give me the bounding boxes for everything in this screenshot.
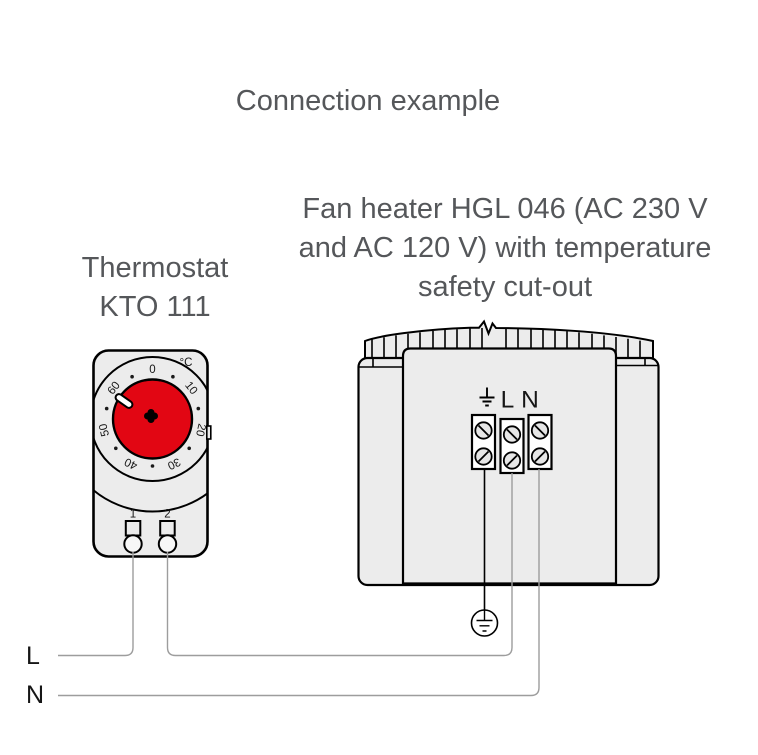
- heater-label-line1: Fan heater HGL 046 (AC 230 V: [302, 193, 708, 225]
- dial-label-20: 20: [193, 422, 208, 437]
- dial-scale-labels: 0 10 20 30 40 50 60: [97, 364, 207, 471]
- dial-pointer-icon: [114, 393, 134, 409]
- heater-label: Fan heater HGL 046 (AC 230 V and AC 120 …: [299, 190, 712, 307]
- supply-neutral-label: N: [26, 681, 44, 709]
- heater-terminal-n-label: N: [521, 387, 539, 414]
- dial-label-30: 30: [165, 455, 182, 471]
- thermostat-terminal-2-label: 2: [164, 509, 170, 521]
- heater-cap-fins: [371, 328, 641, 357]
- earth-icon: [479, 387, 495, 407]
- dial-label-40: 40: [123, 455, 140, 471]
- thermostat-unit-label: °C: [180, 357, 193, 369]
- terminal-screw-slots: [477, 424, 546, 467]
- thermostat-side-tab: [206, 425, 212, 440]
- page-title-text: Connection example: [235, 85, 501, 117]
- terminal-2-screw: [157, 534, 178, 554]
- wire-supply-n-to-heater: [58, 469, 540, 697]
- wiring: [58, 469, 540, 697]
- wire-thermostat-to-heater-l: [166, 473, 513, 657]
- terminal-block: [470, 413, 553, 475]
- wire-supply-l-to-thermostat: [58, 551, 134, 657]
- thermostat-label: Thermostat KTO 111: [82, 249, 229, 327]
- thermostat-dial-rings: [93, 350, 208, 513]
- ground-symbol-icon: [470, 609, 499, 637]
- heater-housing-steps: [358, 358, 659, 368]
- dial-center-screw-icon: [144, 409, 158, 423]
- thermostat-terminal-1-label: 1: [130, 509, 136, 521]
- page-title: Connection example: [236, 82, 500, 121]
- heater-terminal-l-label: L: [501, 387, 515, 414]
- terminal-2-contact: [159, 520, 176, 537]
- dial-label-50: 50: [97, 422, 112, 437]
- thermostat-label-line2: KTO 111: [99, 291, 211, 323]
- fan-heater-device: L N: [357, 319, 660, 587]
- terminal-1-contact: [124, 520, 142, 537]
- thermostat-label-line1: Thermostat: [81, 252, 229, 284]
- heater-label-line3: safety cut-out: [417, 271, 593, 303]
- dial-scale-dots: [104, 374, 201, 468]
- thermostat-device: °C 0 10 20 30 40 50 60: [92, 349, 212, 558]
- supply-line-label: L: [26, 642, 40, 670]
- dial-label-0: 0: [149, 364, 155, 376]
- terminal-1-screw: [123, 534, 143, 554]
- heater-label-line2: and AC 120 V) with temperature: [298, 232, 712, 264]
- thermostat-terminals: 1 2: [123, 509, 178, 554]
